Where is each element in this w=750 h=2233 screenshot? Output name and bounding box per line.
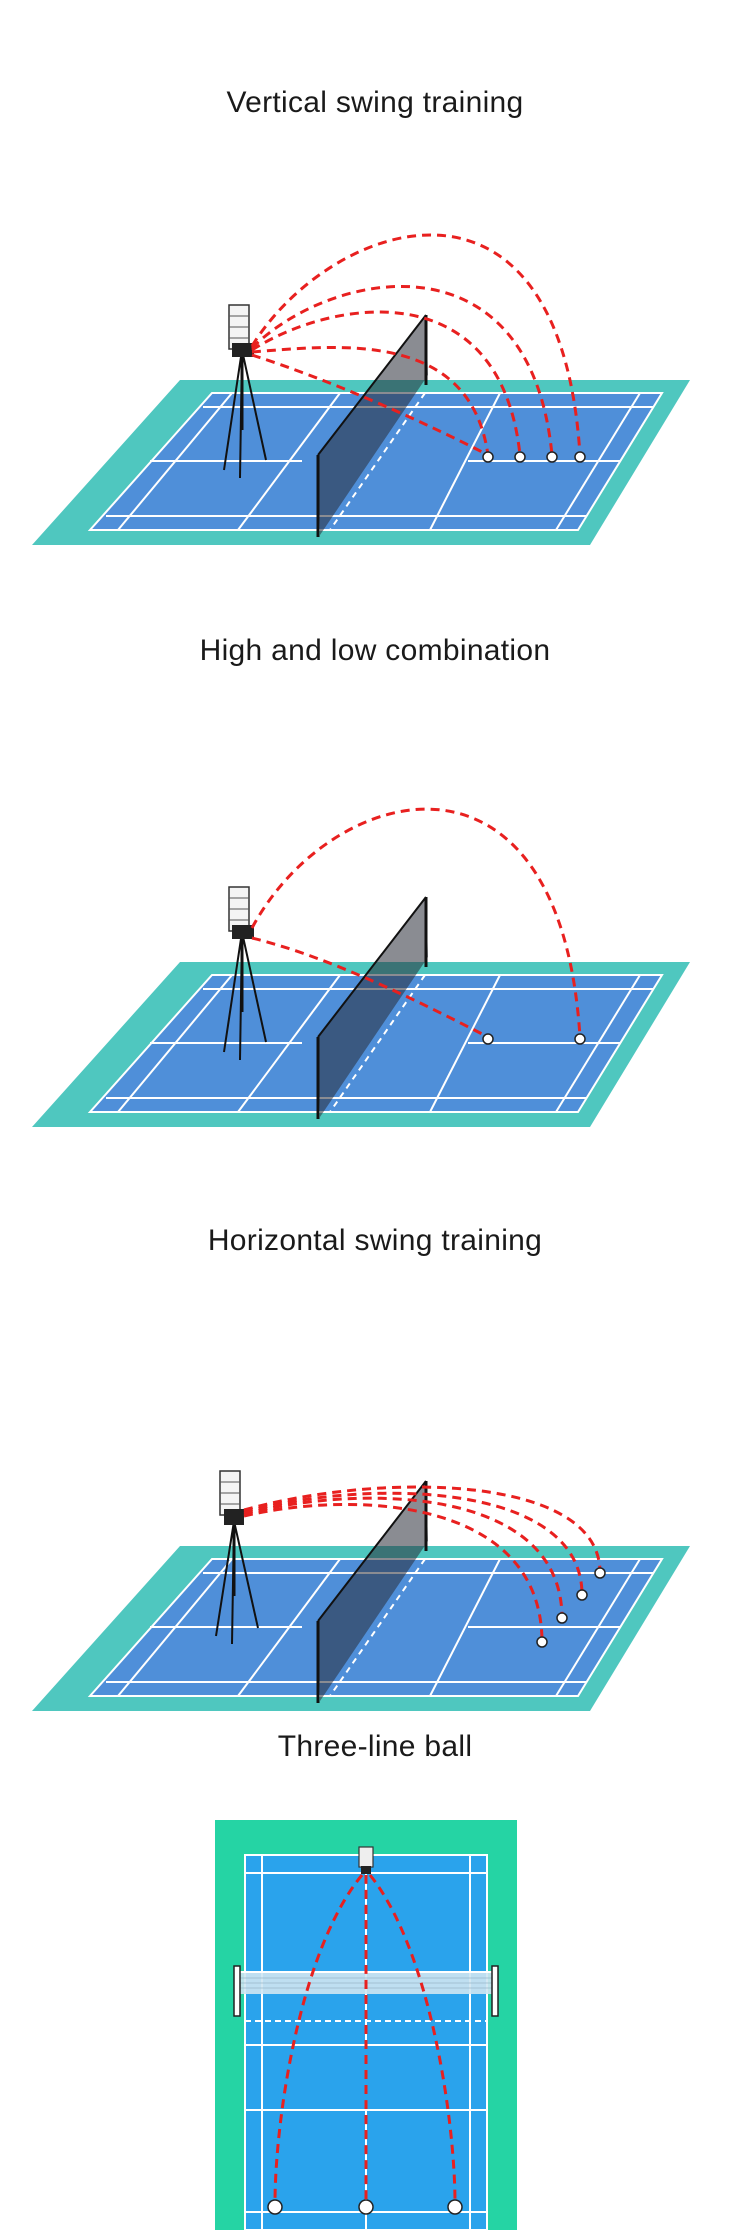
court-surface [90, 975, 662, 1112]
shuttlecock-launcher [215, 1470, 259, 1645]
landing-targets [267, 2199, 463, 2215]
section-title: Three-line ball [277, 1730, 473, 1763]
section-three-line: Three-line ball [0, 1720, 750, 2233]
section-title: Vertical swing training [226, 86, 524, 119]
court-diagram-three-line [215, 1820, 517, 2231]
section-vertical-swing: Vertical swing training [0, 0, 750, 600]
court-diagram-high-low [32, 807, 690, 1127]
shuttlecock-launcher [223, 886, 267, 1061]
court-diagram-horizontal-swing [32, 1470, 690, 1711]
court-diagram-vertical-swing [32, 233, 690, 545]
net [316, 314, 428, 537]
landing-targets [482, 1033, 586, 1045]
shuttlecock-launcher [358, 1846, 374, 1874]
section-high-low: High and low combination [0, 600, 750, 1200]
trajectories [250, 807, 582, 1039]
section-horizontal-swing: Horizontal swing training [0, 1200, 750, 1760]
court-surface [90, 393, 662, 530]
section-title: Horizontal swing training [207, 1224, 543, 1257]
landing-targets [536, 1567, 606, 1648]
section-title: High and low combination [199, 634, 551, 667]
trajectories [243, 1485, 602, 1641]
court-lines [87, 974, 664, 1113]
net [316, 896, 428, 1119]
net [316, 1480, 428, 1703]
trajectories [273, 1874, 457, 2204]
trajectories [250, 233, 582, 457]
shuttlecock-launcher [223, 304, 267, 479]
center-line-dashed [329, 1558, 426, 1697]
landing-targets [482, 451, 586, 463]
